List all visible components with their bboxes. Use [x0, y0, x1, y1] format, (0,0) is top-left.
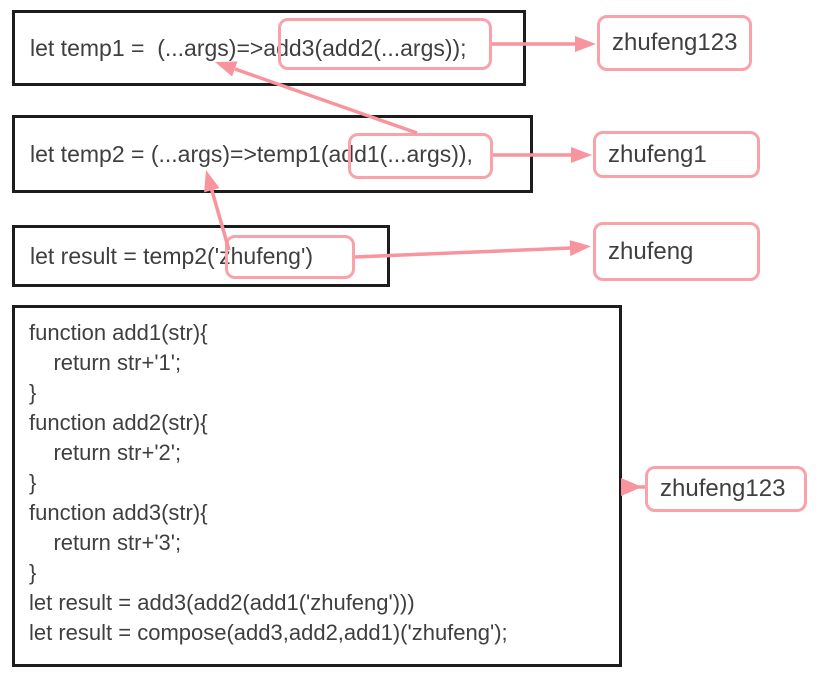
code-line: return str+'1'; — [29, 350, 182, 375]
result-label-temp2-text: zhufeng1 — [608, 140, 707, 168]
code-line: function add2(str){ — [29, 410, 208, 435]
arrowhead-result-to-label-icon — [569, 240, 591, 257]
code-line: } — [29, 470, 37, 495]
code-line: let result = compose(add3,add2,add1)('zh… — [29, 620, 508, 645]
code-line: return str+'2'; — [29, 440, 182, 465]
arrowhead-functions-to-label-icon — [621, 478, 642, 496]
result-label-temp1: zhufeng123 — [597, 15, 752, 71]
result-label-result: zhufeng — [593, 222, 760, 281]
code-line: } — [29, 380, 37, 405]
result-label-temp2: zhufeng1 — [593, 131, 760, 178]
code-temp1: let temp1 = (...args)=>add3(add2(...args… — [30, 34, 467, 61]
arrowhead-temp2-to-label-icon — [571, 147, 592, 163]
code-box-functions: function add1(str){ return str+'1'; } fu… — [12, 305, 622, 667]
code-line: } — [29, 560, 37, 585]
code-line: function add3(str){ — [29, 500, 208, 525]
code-line: return str+'3'; — [29, 530, 182, 555]
code-temp2: let temp2 = (...args)=>temp1(add1(...arg… — [30, 140, 473, 167]
highlight-result-arg — [225, 235, 355, 279]
code-line: function add1(str){ — [29, 320, 208, 345]
highlight-temp2-call — [348, 133, 493, 179]
code-line: let result = add3(add2(add1('zhufeng'))) — [29, 590, 415, 615]
result-label-temp1-text: zhufeng123 — [612, 29, 738, 56]
result-label-result-text: zhufeng — [608, 237, 694, 265]
result-label-functions-text: zhufeng123 — [660, 475, 786, 502]
result-label-functions: zhufeng123 — [645, 466, 807, 512]
highlight-temp1-call — [278, 18, 492, 70]
arrowhead-temp1-to-label-icon — [575, 36, 596, 52]
